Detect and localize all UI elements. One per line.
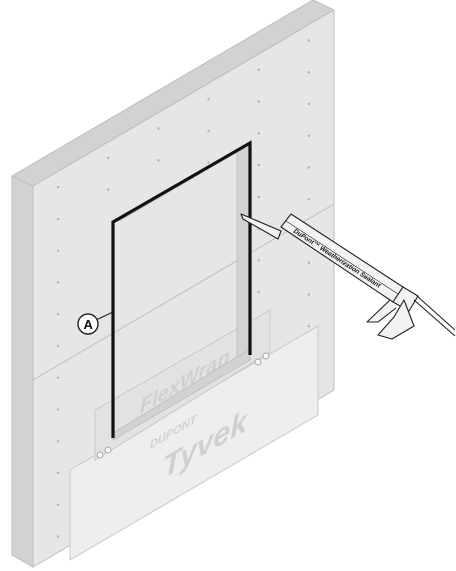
callout-label: A — [84, 317, 94, 332]
flashing-fasteners — [96, 352, 270, 459]
fastener-dot — [56, 249, 60, 252]
fastener-dot — [257, 100, 260, 103]
fastener-dot — [307, 134, 311, 137]
fastener-dot — [56, 217, 60, 221]
rough-opening-jamb — [236, 142, 251, 358]
fastener-dot — [56, 535, 60, 538]
fastener-dot — [107, 156, 110, 160]
panel-seam — [32, 203, 335, 381]
fastener-dot — [307, 102, 311, 106]
callout-a: A — [77, 311, 114, 335]
callout-leader — [95, 311, 114, 321]
caulk-gun-trigger — [366, 299, 397, 323]
callout-a-icon — [77, 313, 99, 335]
fastener-dot — [56, 186, 60, 189]
fastener-dot — [207, 98, 210, 101]
fastener-dot — [257, 68, 260, 72]
fastener-dot — [307, 325, 311, 328]
fastener-dot — [107, 188, 110, 191]
fastener-dot — [307, 198, 311, 201]
fastener-dot — [207, 129, 210, 133]
fastener-dot — [56, 313, 60, 316]
fastener-dot — [257, 163, 260, 167]
tyvek-housewrap-panel — [69, 325, 319, 561]
fastener-dot — [307, 166, 311, 169]
fastener-dot — [257, 259, 260, 262]
fastener-dot — [157, 127, 160, 130]
fastener-dot — [157, 159, 160, 162]
caulk-gun-nozzle — [240, 213, 282, 240]
fastener-dot — [257, 132, 260, 135]
wall-side-edge — [11, 175, 34, 568]
fastener-dot — [56, 408, 60, 411]
fastener-dot — [257, 195, 260, 199]
caulk-gun-handle — [377, 299, 415, 340]
fastener-dot — [307, 39, 311, 42]
fastener-dot — [307, 261, 311, 264]
caulk-gun-rod — [413, 299, 456, 337]
fastener-dot — [56, 503, 60, 506]
fastener-dot — [257, 290, 260, 294]
fastener-dot — [56, 281, 60, 284]
fastener-dot — [56, 471, 60, 475]
fastener-dot — [207, 161, 210, 164]
fastener-dot — [56, 344, 60, 348]
fastener-dot — [307, 71, 311, 74]
fastener-dot — [307, 293, 311, 296]
sealant-bead — [111, 140, 252, 438]
fastener-dot — [56, 376, 60, 379]
fastener-dot — [56, 440, 60, 443]
